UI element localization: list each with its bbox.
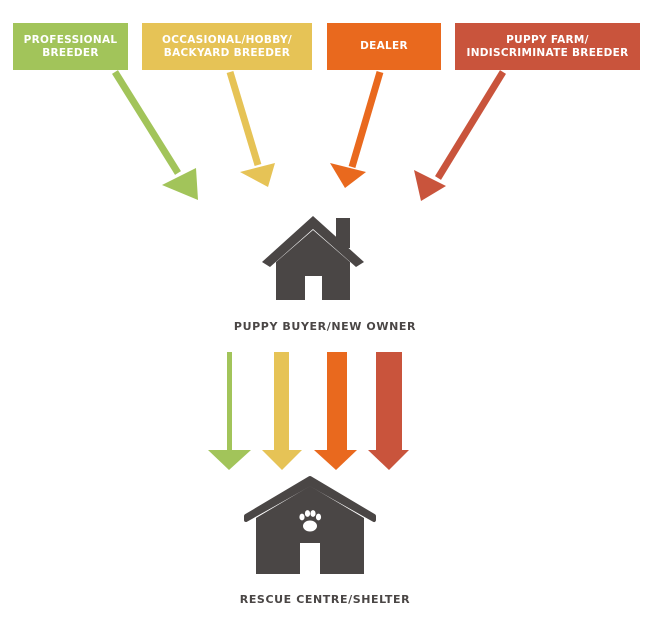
shelter-label: RESCUE CENTRE/SHELTER (239, 593, 411, 606)
arrow-occasional-to-owner (226, 70, 275, 187)
downward-arrows (208, 352, 409, 470)
owner-label: PUPPY BUYER/NEW OWNER (233, 320, 417, 333)
arrow-professional-to-shelter (208, 352, 251, 470)
arrow-occasional-to-shelter (262, 352, 302, 470)
paw-icon (299, 510, 322, 532)
arrow-puppyfarm-to-shelter (368, 352, 409, 470)
arrow-puppyfarm-to-owner (414, 70, 506, 201)
arrow-professional-to-owner (112, 70, 198, 200)
source-box-occasional-breeder: OCCASIONAL/HOBBY/ BACKYARD BREEDER (142, 23, 312, 70)
source-arrows (112, 70, 506, 201)
source-box-professional-breeder: PROFESSIONAL BREEDER (13, 23, 128, 70)
arrow-dealer-to-owner (330, 71, 384, 188)
source-box-puppy-farm: PUPPY FARM/ INDISCRIMINATE BREEDER (455, 23, 640, 70)
source-box-dealer: DEALER (327, 23, 441, 70)
shelter-paw-icon (244, 476, 376, 574)
house-icon (262, 216, 364, 300)
arrow-dealer-to-shelter (314, 352, 357, 470)
